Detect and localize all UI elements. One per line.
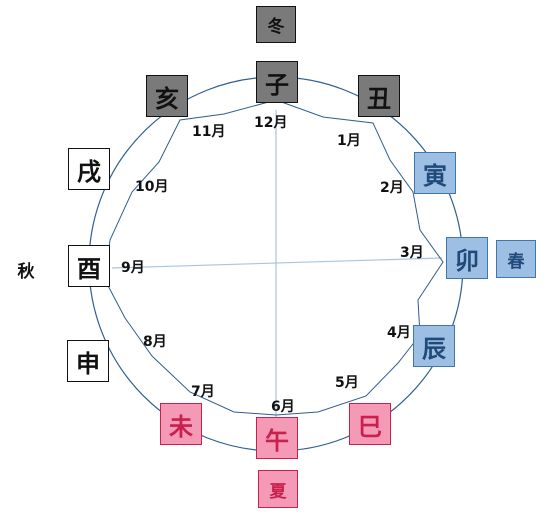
branch-tori: 酉 (68, 245, 110, 287)
branch-u: 卯 (446, 237, 488, 279)
month-label-4: 4月 (387, 325, 411, 341)
branch-mi: 巳 (349, 403, 391, 445)
branch-inu: 戌 (68, 148, 110, 190)
month-boundary-line (104, 99, 444, 416)
branch-saru: 申 (67, 340, 109, 382)
branch-tatsu: 辰 (413, 325, 455, 367)
month-label-7: 7月 (191, 384, 215, 400)
month-label-3: 3月 (400, 245, 424, 261)
month-label-1: 1月 (337, 133, 361, 149)
season-winter: 冬 (256, 6, 296, 43)
branch-ne: 子 (256, 61, 298, 103)
month-label-11: 11月 (192, 124, 226, 140)
month-label-10: 10月 (135, 179, 169, 195)
branch-hitsuji: 未 (160, 403, 202, 445)
month-label-2: 2月 (380, 180, 404, 196)
month-label-12: 12月 (254, 115, 288, 131)
month-label-8: 8月 (143, 334, 167, 350)
season-spring: 春 (496, 240, 536, 278)
season-summer: 夏 (258, 470, 298, 508)
season-autumn: 秋 (17, 261, 35, 282)
branch-i: 亥 (146, 75, 188, 117)
east-west-axis (111, 257, 443, 269)
branch-chou: 丑 (358, 75, 400, 117)
month-label-9: 9月 (121, 260, 145, 276)
branch-tora: 寅 (414, 152, 456, 194)
month-label-5: 5月 (335, 375, 359, 391)
branch-uma: 午 (256, 417, 298, 459)
month-label-6: 6月 (271, 399, 295, 415)
